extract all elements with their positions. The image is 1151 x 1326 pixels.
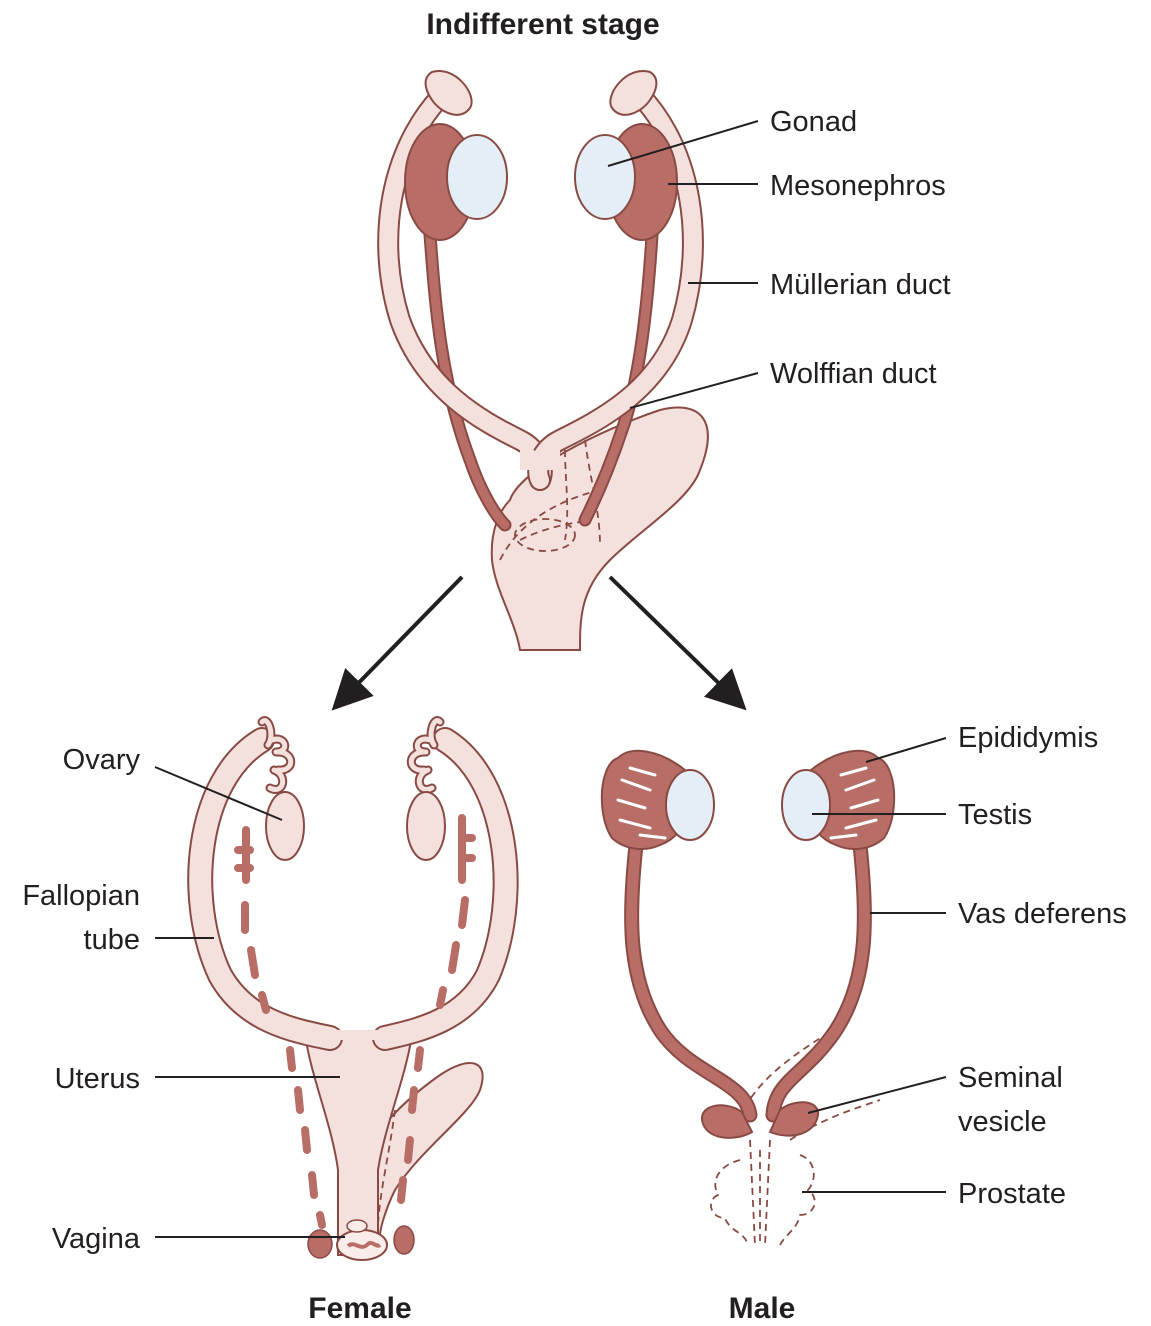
label-fallopian-line1: Fallopian: [22, 880, 140, 912]
ovary-right: [407, 792, 445, 860]
label-seminal-line2: vesicle: [958, 1106, 1047, 1138]
label-vagina: Vagina: [52, 1223, 141, 1255]
vas-deferens-right: [773, 845, 864, 1115]
arrow-to-female: [340, 577, 462, 702]
male-drawing: [602, 751, 894, 1245]
label-uterus: Uterus: [55, 1063, 140, 1095]
ovary-left: [266, 792, 304, 860]
title-female: Female: [308, 1292, 411, 1325]
label-ovary: Ovary: [63, 744, 141, 776]
arrow-to-male: [610, 577, 738, 702]
label-mesonephros: Mesonephros: [770, 170, 946, 202]
gonad-right: [575, 135, 635, 219]
title-male: Male: [729, 1292, 796, 1325]
female-drawing: [200, 721, 505, 1260]
title-indifferent-stage: Indifferent stage: [426, 8, 659, 41]
label-gonad: Gonad: [770, 106, 857, 138]
label-epididymis: Epididymis: [958, 722, 1098, 754]
label-seminal-line1: Seminal: [958, 1062, 1063, 1094]
label-vas-deferens: Vas deferens: [958, 898, 1127, 930]
indifferent-stage-drawing: [388, 71, 708, 650]
vas-deferens-left: [632, 845, 750, 1115]
testis-right: [782, 770, 830, 840]
testis-left: [666, 770, 714, 840]
label-fallopian-line2: tube: [84, 924, 140, 956]
label-mullerian-duct: Müllerian duct: [770, 269, 951, 301]
label-prostate: Prostate: [958, 1178, 1066, 1210]
label-wolffian-duct: Wolffian duct: [770, 358, 937, 390]
gonad-left: [447, 135, 507, 219]
label-testis: Testis: [958, 799, 1032, 831]
